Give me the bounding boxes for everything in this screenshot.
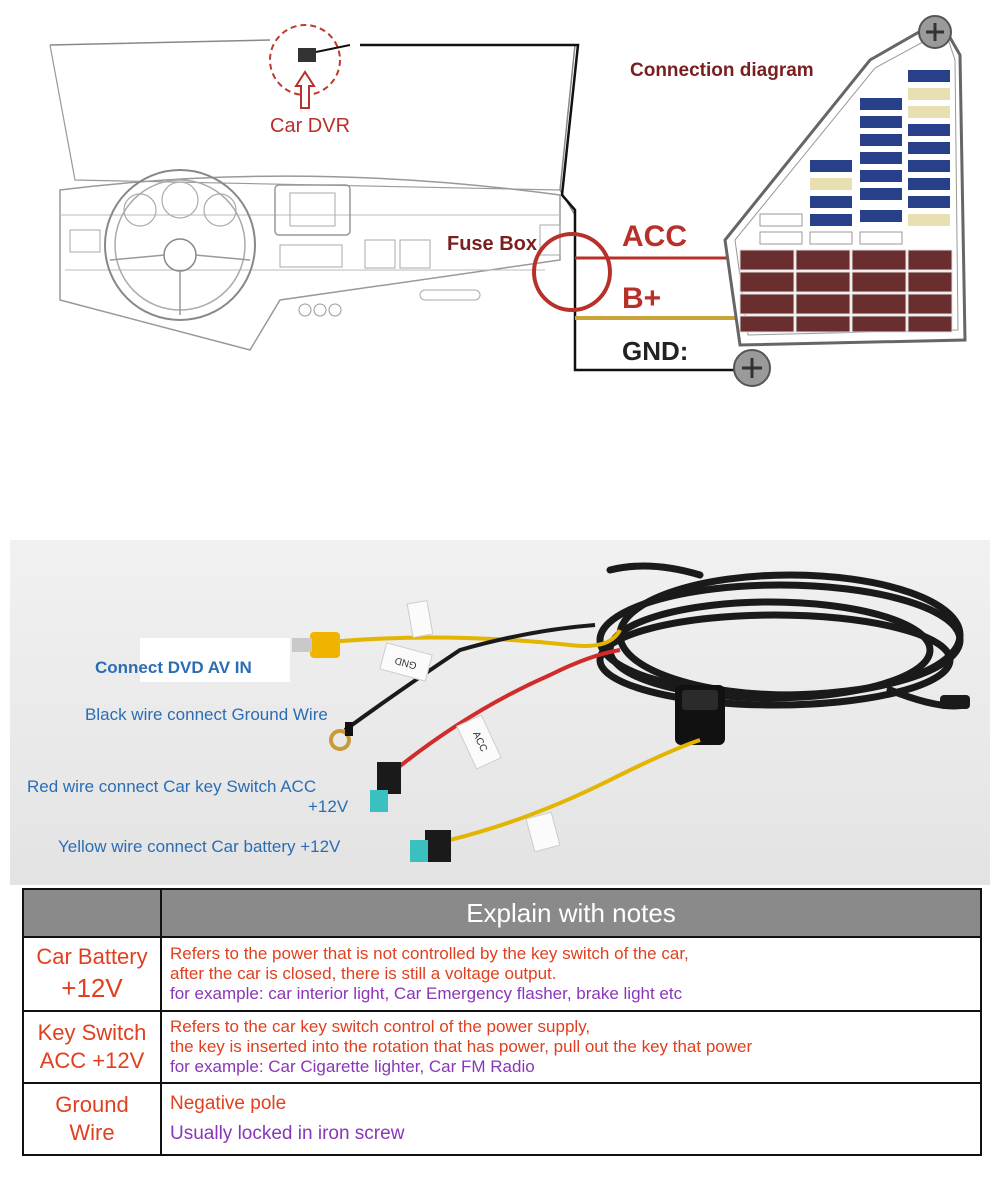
notes-header-empty [22,888,162,938]
notes-table: Explain with notes Car Battery +12V Refe… [22,888,982,1156]
harness-drawing [292,562,970,862]
av-in-annotation: Connect DVD AV IN [95,658,252,677]
acc-label: ACC [622,220,687,253]
gnd-label: GND: [622,336,689,366]
row-desc-line2: after the car is closed, there is still … [170,964,557,983]
row-desc-line2: the key is inserted into the rotation th… [170,1037,753,1056]
fuse-holder-icon [675,685,725,745]
acc-tag-label: ACC [470,729,489,754]
relay-block [739,249,953,333]
row-head-car-battery: Car Battery +12V [22,936,162,1012]
red-wire-annotation: Red wire connect Car key Switch ACC [27,777,317,796]
row-desc-ground-wire: Negative pole Usually locked in iron scr… [160,1082,982,1156]
connection-diagram: Connection diagram Car DVR Fuse Box ACC … [0,0,1000,420]
ground-terminal-icon [329,722,353,751]
connector-plug-icon [940,695,970,709]
row-desc-line1: Refers to the car key switch control of … [170,1017,591,1036]
red-wire-annotation-voltage: +12V [308,797,349,816]
notes-header: Explain with notes [160,888,982,938]
dvr-arrow-icon [294,70,316,109]
row-head-ground-wire: Ground Wire [22,1082,162,1156]
car-interior-drawing [49,15,967,387]
table-row: Car Battery +12V Refers to the power tha… [22,936,982,1012]
wiring-harness-photo: GND ACC Connect DVD AV IN Black wire con… [10,540,990,885]
fuse-box-label: Fuse Box [447,233,538,255]
bplus-label: B+ [622,282,662,315]
acc-fuse-tap-icon [370,762,401,812]
rca-connector-icon [292,632,340,658]
row-head-line1: Ground [55,1092,129,1117]
row-head-line2: +12V [61,973,123,1003]
row-desc-example: for example: car interior light, Car Eme… [170,984,683,1003]
yellow-wire-annotation: Yellow wire connect Car battery +12V [58,837,341,856]
row-head-line1: Car Battery [36,944,148,969]
car-dvr-label: Car DVR [270,115,351,137]
row-desc-example: Usually locked in iron screw [170,1123,405,1144]
mini-fuse-grid [759,70,950,245]
table-row: Ground Wire Negative pole Usually locked… [22,1082,982,1156]
row-head-line1: Key Switch [37,1020,147,1045]
fuse-box-circle [532,232,612,312]
row-desc-example: for example: Car Cigarette lighter, Car … [170,1057,535,1076]
av-in-label-bg [140,638,290,682]
row-desc-key-switch: Refers to the car key switch control of … [160,1010,982,1084]
black-wire-annotation: Black wire connect Ground Wire [85,705,328,724]
screw-icon [733,349,771,387]
row-head-key-switch: Key Switch ACC +12V [22,1010,162,1084]
row-desc-line1: Negative pole [170,1093,287,1114]
row-head-line2: ACC +12V [39,1048,145,1073]
row-desc-line1: Refers to the power that is not controll… [170,944,689,963]
wire-tag [406,599,561,853]
battery-fuse-tap-icon [410,830,451,862]
row-desc-car-battery: Refers to the power that is not controll… [160,936,982,1012]
row-head-line2: Wire [69,1120,115,1145]
notes-header-row: Explain with notes [22,888,982,938]
table-row: Key Switch ACC +12V Refers to the car ke… [22,1010,982,1084]
diagram-title: Connection diagram [630,60,814,81]
screw-icon [918,15,952,49]
